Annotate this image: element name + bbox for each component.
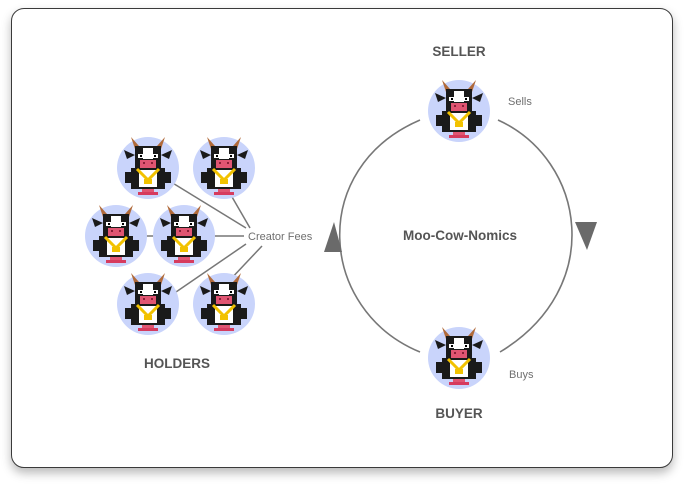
seller-label: SELLER <box>432 44 486 59</box>
seller-avatar-icon <box>426 78 492 144</box>
buy-flow-arc <box>338 119 421 353</box>
buyer-label: BUYER <box>435 406 483 421</box>
holder-avatar-icon <box>191 271 257 337</box>
sell-flow-arc <box>497 119 573 353</box>
sells-label: Sells <box>508 96 532 108</box>
fee-line-1 <box>170 181 247 229</box>
holder-avatar-icon <box>115 271 181 337</box>
buys-label: Buys <box>509 369 534 381</box>
fee-line-5 <box>175 243 247 293</box>
creator-fees-label: Creator Fees <box>248 231 313 243</box>
down-arrow-icon <box>575 222 597 250</box>
buyer-avatar-icon <box>426 325 492 391</box>
holder-avatar-icon <box>191 135 257 201</box>
holder-avatar-icon <box>83 203 149 269</box>
holder-avatar-icon <box>115 135 181 201</box>
diagram-title: Moo-Cow-Nomics <box>403 228 517 243</box>
holder-avatar-icon <box>151 203 217 269</box>
holders-label: HOLDERS <box>144 356 210 371</box>
up-arrow-icon <box>324 222 342 252</box>
